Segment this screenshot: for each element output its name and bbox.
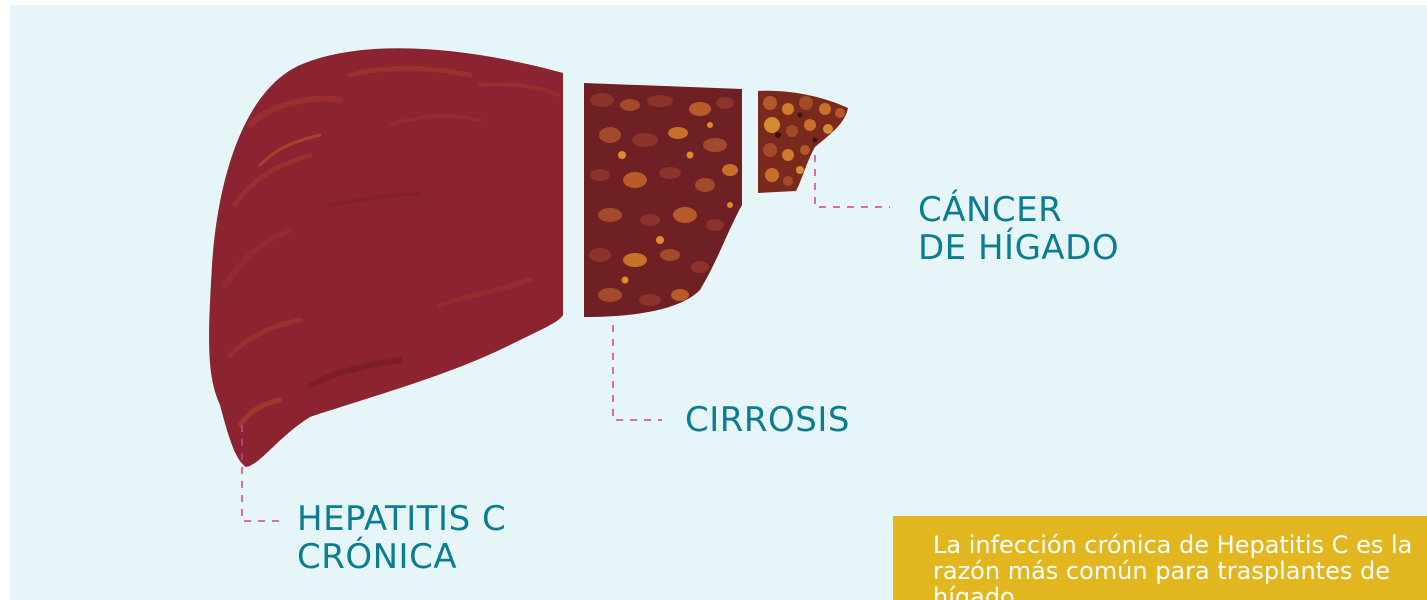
label-cancer-line2: DE HÍGADO (918, 229, 1119, 267)
label-cancer-de-higado: CÁNCER DE HÍGADO (918, 191, 1119, 267)
liver-cancer-section (758, 91, 848, 193)
liver-cirrhosis-section (584, 83, 742, 317)
infographic-canvas: CÁNCER DE HÍGADO CIRROSIS HEPATITIS C CR… (10, 5, 1427, 600)
label-cirrosis-text: CIRROSIS (685, 401, 850, 439)
info-callout-box: La infección crónica de Hepatitis C es l… (893, 516, 1427, 600)
label-hepatitis-line2: CRÓNICA (297, 538, 506, 576)
liver-healthy-section (209, 48, 563, 467)
label-cancer-line1: CÁNCER (918, 191, 1119, 229)
callout-text: La infección crónica de Hepatitis C es l… (933, 532, 1413, 600)
leader-line-cancer (815, 155, 890, 207)
label-hepatitis-c-cronica: HEPATITIS C CRÓNICA (297, 500, 506, 576)
leader-line-cirrosis (613, 325, 662, 420)
label-cirrosis: CIRROSIS (685, 401, 850, 439)
liver-progression-illustration (10, 5, 1427, 600)
label-hepatitis-line1: HEPATITIS C (297, 500, 506, 538)
